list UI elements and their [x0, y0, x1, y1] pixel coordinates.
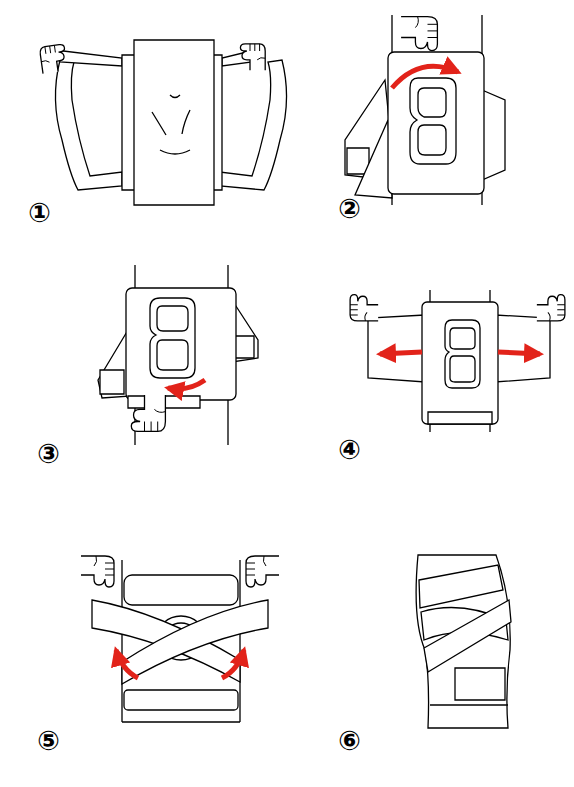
- line-art: [122, 600, 268, 684]
- callout-number: ⑥: [338, 727, 361, 754]
- line-art: [100, 370, 124, 394]
- line-art: [55, 60, 122, 190]
- line-art: [424, 600, 511, 672]
- line-art: [455, 668, 505, 700]
- line-art: [126, 288, 236, 400]
- callout-number: ⑤: [37, 727, 60, 754]
- line-art: [355, 120, 392, 198]
- hand-drawing: [401, 17, 437, 51]
- line-art: [419, 565, 503, 608]
- callout-number: ②: [338, 195, 361, 222]
- callout-number: ③: [37, 440, 60, 467]
- line-art: [445, 320, 480, 388]
- hand-drawing: [246, 556, 279, 587]
- line-art: [55, 50, 122, 66]
- motion-arrow: [222, 650, 244, 678]
- hand-drawing: [350, 295, 378, 321]
- line-art: [150, 298, 195, 378]
- line-art: [134, 40, 214, 205]
- line-art: [430, 704, 508, 705]
- line-art: [416, 555, 510, 728]
- line-art: [428, 412, 492, 424]
- line-art: [450, 328, 475, 382]
- hand-drawing: [537, 295, 565, 321]
- step-four-drawing: [350, 290, 565, 432]
- motion-arrow: [392, 66, 458, 88]
- line-art: [152, 95, 190, 154]
- step-five-drawing: [81, 556, 279, 722]
- line-art: [388, 52, 484, 194]
- step-two-drawing: [345, 15, 505, 205]
- motion-arrow: [380, 352, 422, 354]
- hand-drawing: [131, 395, 165, 431]
- line-art: [368, 315, 425, 382]
- line-art: [157, 306, 188, 370]
- motion-arrow: [498, 352, 540, 354]
- line-art: [220, 60, 287, 190]
- line-art: [422, 302, 498, 424]
- step-one-drawing: [39, 40, 286, 205]
- motion-arrow: [168, 380, 205, 389]
- line-art: [124, 690, 238, 710]
- line-art: [482, 90, 505, 180]
- callout-number: ④: [338, 436, 361, 463]
- hand-drawing: [81, 556, 114, 587]
- line-art: [495, 315, 550, 382]
- hand-drawing: [39, 44, 67, 74]
- hand-drawing: [240, 44, 265, 70]
- line-art: [124, 575, 238, 605]
- step-six-drawing: [416, 555, 511, 728]
- motion-arrow: [116, 650, 138, 678]
- line-art: [410, 78, 456, 164]
- callout-number: ①: [28, 199, 51, 226]
- line-art: [418, 88, 446, 155]
- step-three-drawing: [98, 265, 258, 445]
- line-art: [234, 336, 254, 358]
